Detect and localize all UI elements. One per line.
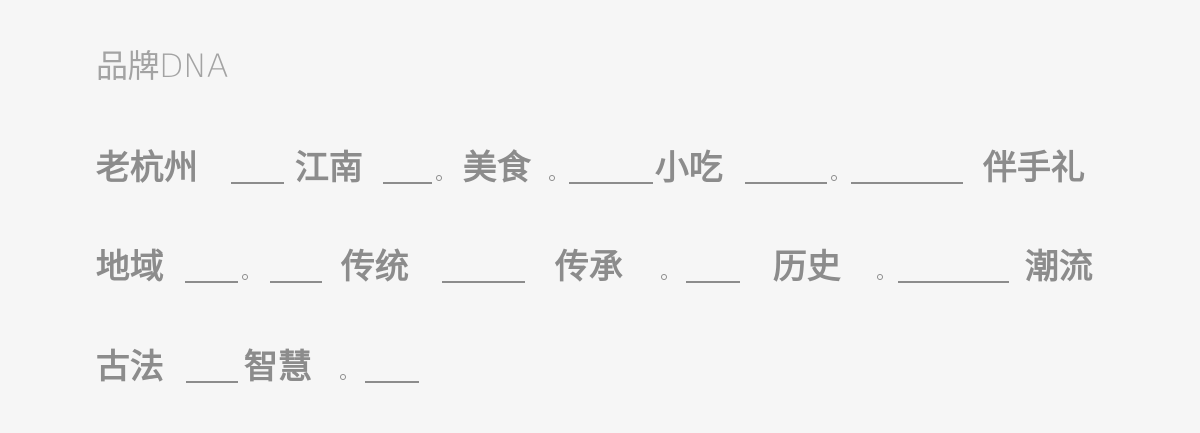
keyword: 历史: [773, 247, 841, 287]
keyword: 古法: [96, 347, 164, 387]
blank-line: [745, 182, 827, 184]
section-heading: 品牌DNA: [96, 47, 228, 85]
blank-line: [365, 381, 419, 383]
keyword-row-1: 老杭州 江南 美食 小吃 伴手礼: [0, 138, 1200, 198]
keyword: 智慧: [244, 347, 312, 387]
dot-mark: [877, 274, 883, 280]
dot-mark: [436, 175, 442, 181]
keyword-row-3: 古法 智慧: [0, 337, 1200, 397]
blank-line: [270, 281, 322, 283]
keyword: 小吃: [655, 148, 723, 188]
blank-line: [898, 281, 1009, 283]
keyword-row-2: 地域 传统 传承 历史 潮流: [0, 237, 1200, 297]
keyword: 伴手礼: [983, 148, 1085, 188]
dot-mark: [340, 374, 346, 380]
dot-mark: [549, 175, 555, 181]
keyword: 传承: [555, 247, 623, 287]
dot-mark: [661, 274, 667, 280]
keyword: 传统: [341, 247, 409, 287]
keyword: 潮流: [1025, 247, 1093, 287]
keyword: 江南: [295, 148, 363, 188]
keyword: 老杭州: [96, 148, 198, 188]
keyword: 美食: [463, 148, 531, 188]
blank-line: [851, 182, 963, 184]
blank-line: [186, 381, 238, 383]
blank-line: [383, 182, 432, 184]
blank-line: [231, 182, 284, 184]
dot-mark: [242, 274, 248, 280]
blank-line: [569, 182, 653, 184]
blank-line: [185, 281, 238, 283]
blank-line: [686, 281, 740, 283]
dot-mark: [831, 175, 837, 181]
blank-line: [442, 281, 525, 283]
keyword: 地域: [96, 247, 164, 287]
